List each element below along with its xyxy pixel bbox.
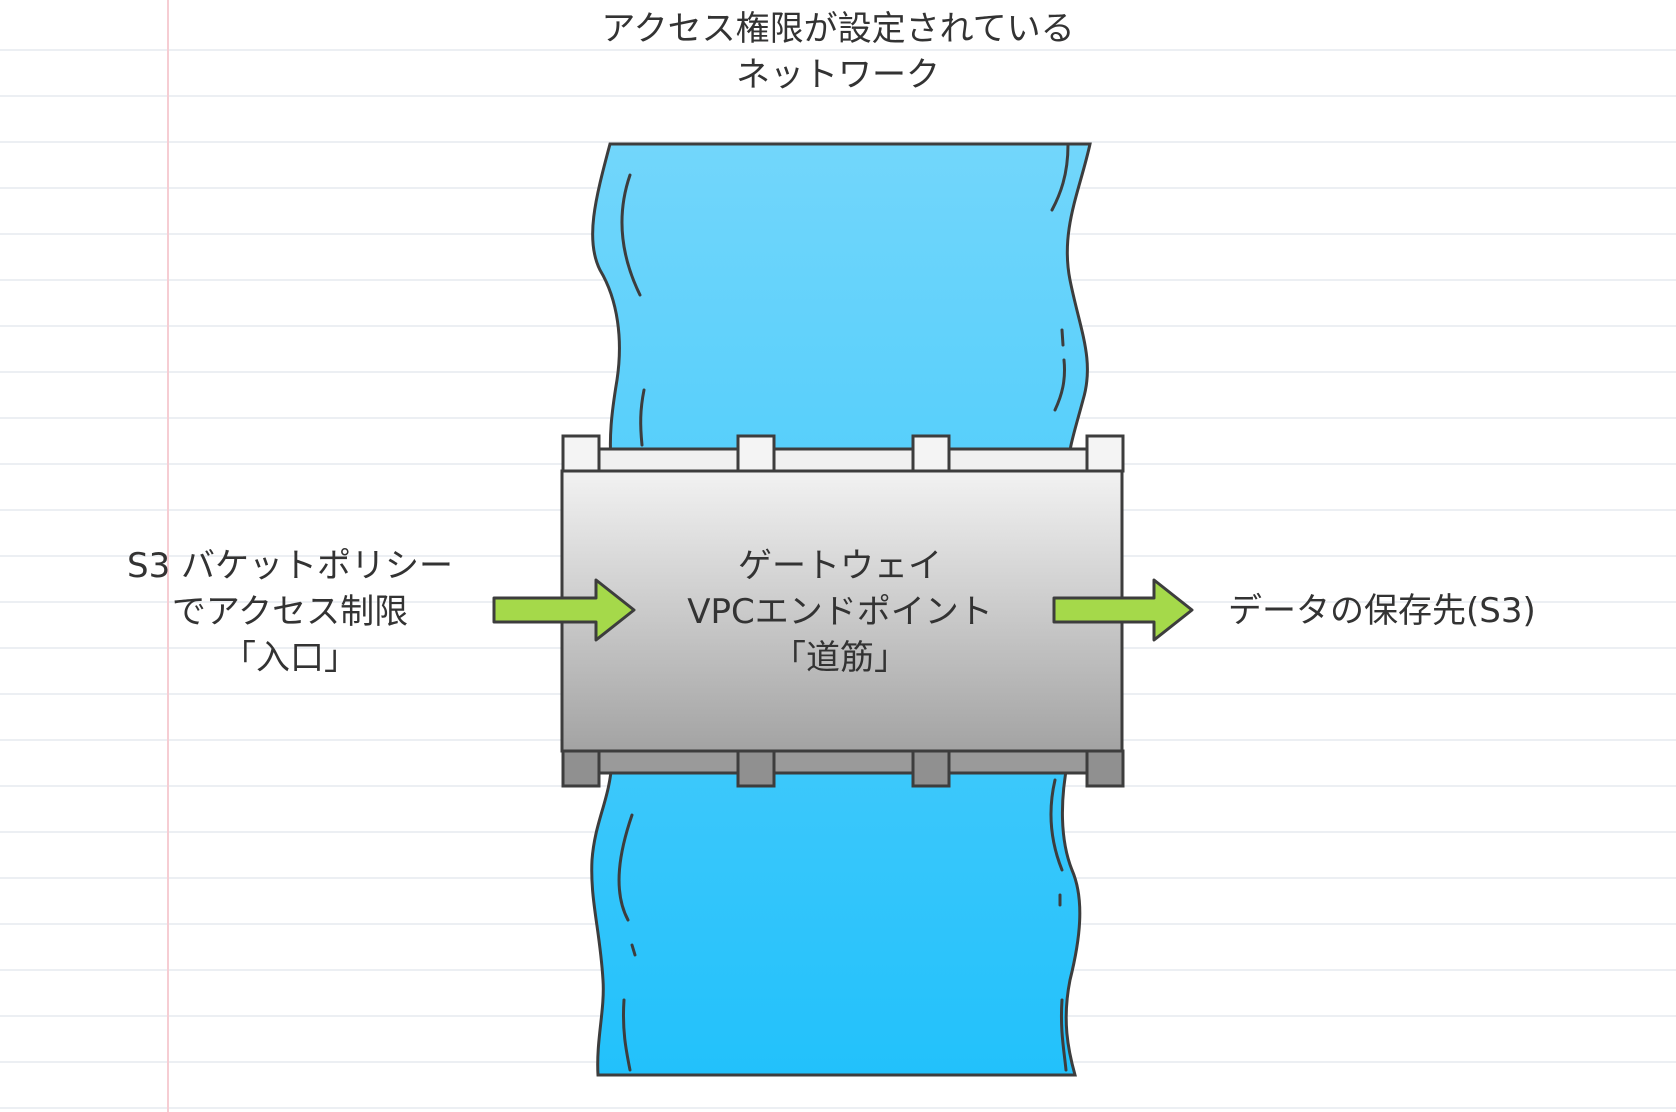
arrow-right-icon: [492, 578, 636, 642]
pipe-clamp: [911, 749, 951, 788]
pipe-clamp: [1085, 749, 1125, 788]
storage-destination-label: データの保存先(S3): [1228, 588, 1588, 634]
river-ripple-right-upper: [1050, 143, 1070, 212]
pipe-clamp: [911, 434, 951, 473]
river-ripple-left-mid: [639, 388, 646, 447]
pipe-clamp: [561, 749, 601, 788]
pipe-bottom-rim: [596, 749, 1090, 775]
pipe-top-clamps: [561, 434, 1125, 473]
network-title-line: ネットワーク: [736, 55, 940, 95]
network-title-line: アクセス権限が設定されている: [601, 9, 1075, 49]
gateway-endpoint-line: ゲートウェイ: [738, 546, 942, 586]
river-ripple-left-upper: [620, 173, 642, 297]
river-ripple-left-lower: [617, 813, 637, 957]
pipe-bottom-clamps: [561, 749, 1125, 788]
bucket-policy-line: 「入口」: [222, 638, 358, 678]
pipe-clamp: [561, 434, 601, 473]
river-ripple-right-mid: [1053, 328, 1066, 412]
bucket-policy-line: S3 バケットポリシー: [126, 546, 454, 586]
bucket-policy-label: S3 バケットポリシー でアクセス制限 「入口」: [60, 543, 520, 681]
gateway-endpoint-line: VPCエンドポイント: [687, 592, 993, 632]
gateway-endpoint-label: ゲートウェイ VPCエンドポイント 「道筋」: [630, 543, 1050, 681]
network-title-label: アクセス権限が設定されている ネットワーク: [538, 6, 1138, 98]
storage-destination-line: データの保存先(S3): [1228, 591, 1536, 631]
gateway-pipe: [560, 434, 1125, 788]
pipe-top-rim: [596, 447, 1090, 473]
pipe-clamp: [1085, 434, 1125, 473]
bucket-policy-line: でアクセス制限: [171, 592, 409, 632]
arrow-right-icon: [1052, 578, 1194, 642]
river-ripple-bottom: [621, 998, 1068, 1072]
pipe-clamp: [736, 749, 776, 788]
pipe-clamp: [736, 434, 776, 473]
pipe-body: [560, 469, 1124, 753]
gateway-endpoint-line: 「道筋」: [772, 638, 908, 678]
river-ripple-right-lower: [1049, 778, 1064, 907]
